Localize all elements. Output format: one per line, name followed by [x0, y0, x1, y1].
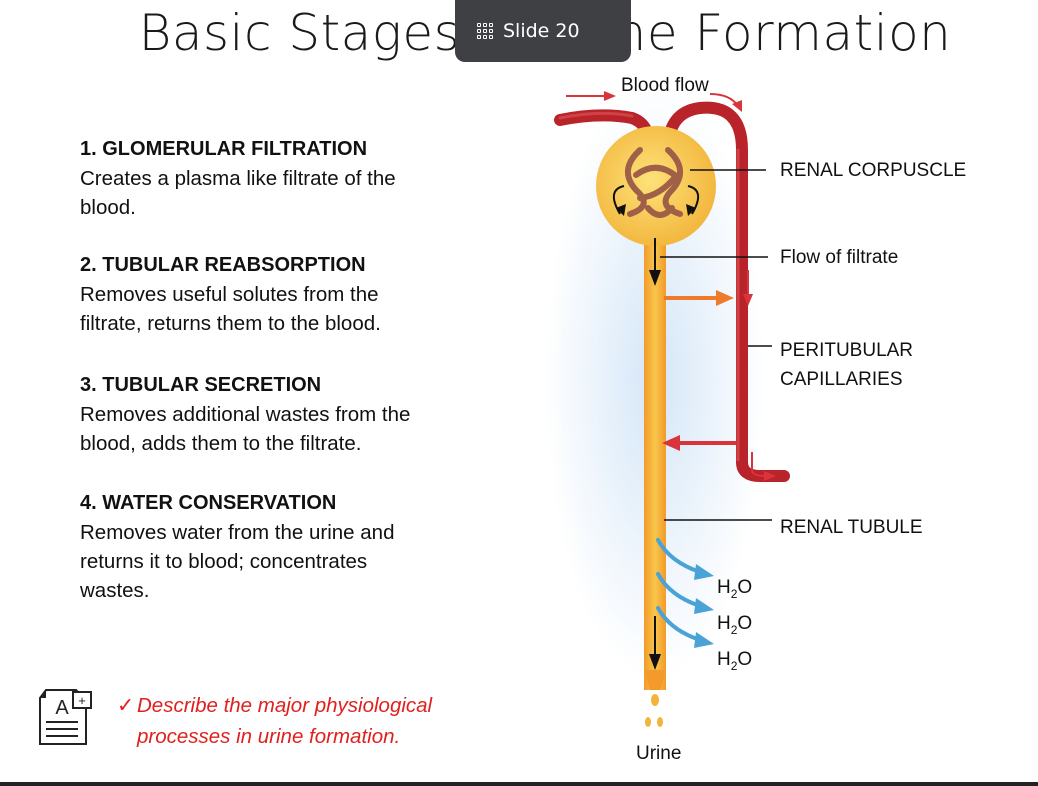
stage-2: 2. TUBULAR REABSORPTION Removes useful s… [80, 254, 500, 338]
stage-text-line: blood, adds them to the filtrate. [80, 432, 362, 455]
label-blood-flow: Blood flow [621, 75, 709, 96]
label-line: CAPILLARIES [780, 369, 903, 390]
label-sub: 2 [730, 586, 738, 601]
label-o: O [737, 649, 753, 670]
stage-heading: 2. TUBULAR REABSORPTION [80, 254, 366, 276]
label-line: PERITUBULAR [780, 340, 914, 361]
label-renal-tubule: RENAL TUBULE [780, 517, 923, 538]
label-water: H2O [717, 577, 752, 601]
label-renal-corpuscle: RENAL CORPUSCLE [780, 160, 967, 181]
stage-text-line: Removes additional wastes from the [80, 403, 411, 426]
objective-line: Describe the major physiological [137, 694, 433, 717]
urine-drop [651, 694, 659, 706]
urine-drop [645, 717, 651, 727]
stage-text-line: Creates a plasma like filtrate of the [80, 167, 396, 190]
slide-number-label: Slide 20 [503, 20, 580, 42]
stage-text-line: returns it to blood; concentrates [80, 550, 368, 573]
stage-text-line: Removes useful solutes from the [80, 283, 379, 306]
grade-a-plus-document-icon: + A [39, 689, 92, 745]
label-o: O [737, 577, 753, 598]
stage-heading: 3. TUBULAR SECRETION [80, 374, 322, 396]
bottom-divider [0, 782, 1038, 786]
label-sub: 2 [730, 622, 738, 637]
label-flow-of-filtrate: Flow of filtrate [780, 247, 899, 268]
stage-text-line: wastes. [80, 579, 150, 602]
stage-3: 3. TUBULAR SECRETION Removes additional … [80, 374, 500, 458]
learning-objective: ✓ Describe the major physiological proce… [117, 690, 432, 752]
stage-1: 1. GLOMERULAR FILTRATION Creates a plasm… [80, 138, 500, 222]
label-sub: 2 [730, 658, 738, 673]
objective-line: processes in urine formation. [137, 725, 401, 748]
stage-text-line: blood. [80, 196, 136, 219]
stage-heading: 1. GLOMERULAR FILTRATION [80, 138, 368, 160]
label-water: H2O [717, 613, 752, 637]
label-water: H2O [717, 649, 752, 673]
label-o: O [737, 613, 753, 634]
label-peritubular-capillaries: PERITUBULAR CAPILLARIES [780, 336, 913, 394]
stage-text-line: filtrate, returns them to the blood. [80, 312, 381, 335]
stage-text-line: Removes water from the urine and [80, 521, 395, 544]
stage-4: 4. WATER CONSERVATION Removes water from… [80, 492, 500, 605]
svg-text:A: A [55, 697, 69, 719]
glomerulus-capillary-tuft [625, 147, 683, 218]
label-h: H [717, 649, 731, 670]
water-arrows [656, 538, 702, 642]
svg-text:+: + [78, 693, 86, 708]
stage-heading: 4. WATER CONSERVATION [80, 492, 337, 514]
renal-corpuscle [596, 126, 716, 246]
label-h: H [717, 577, 731, 598]
grid-icon [477, 23, 493, 39]
label-urine: Urine [636, 743, 682, 764]
check-icon: ✓ [117, 694, 135, 717]
label-h: H [717, 613, 731, 634]
urine-drop [657, 717, 663, 727]
slide-indicator[interactable]: Slide 20 [455, 0, 631, 62]
